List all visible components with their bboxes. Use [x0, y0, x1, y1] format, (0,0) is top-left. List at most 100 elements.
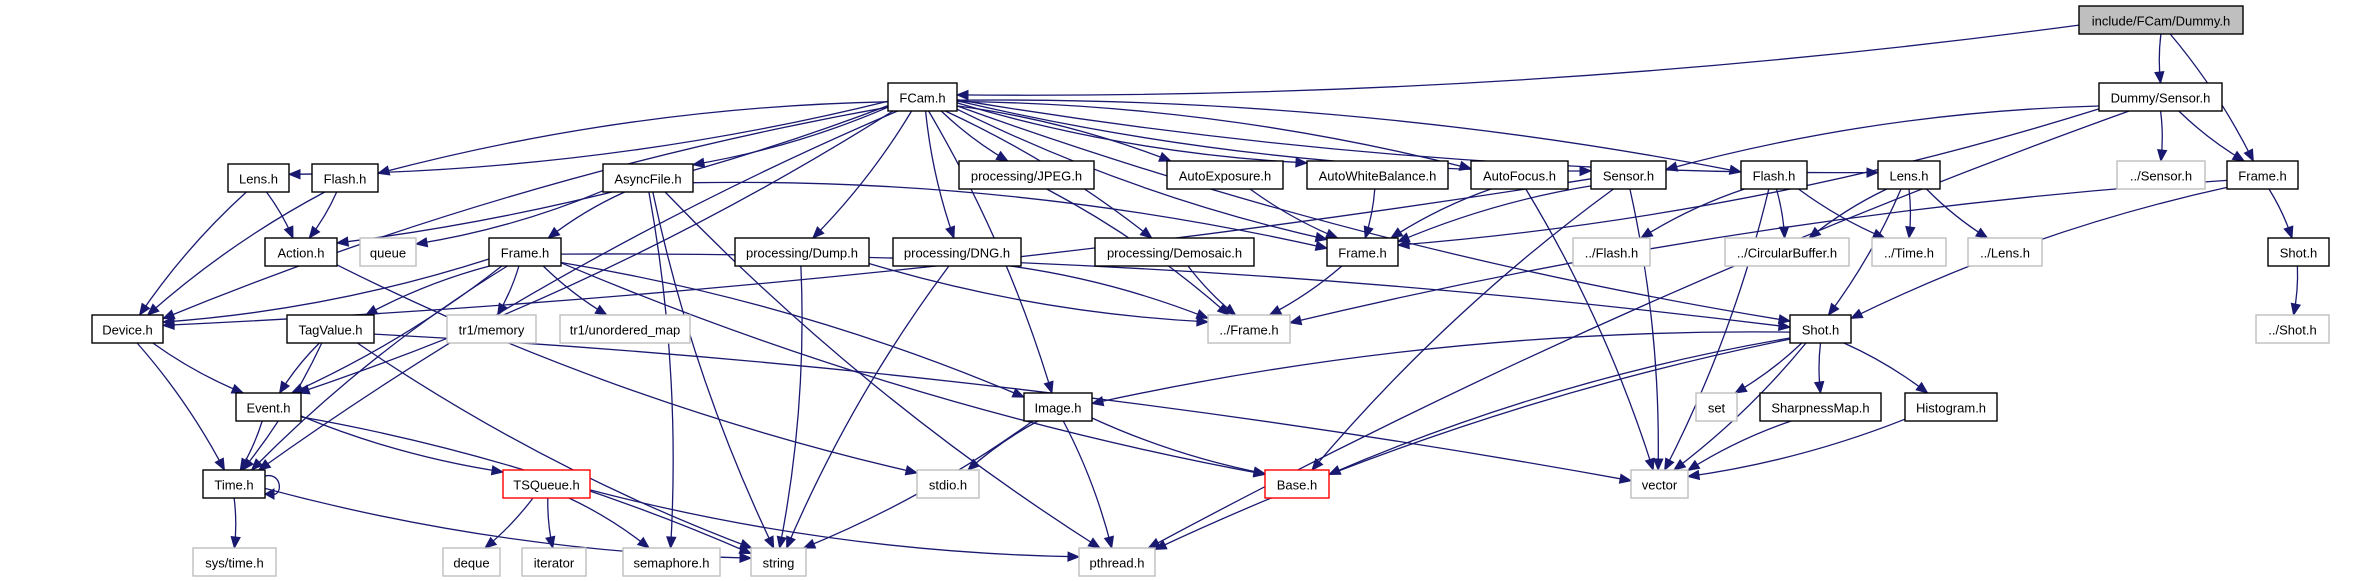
node-box: [192, 547, 277, 577]
arrowhead: [1639, 227, 1654, 239]
edges-layer: [136, 24, 2302, 564]
node-circbuf: ../CircularBuffer.h: [1724, 237, 1850, 267]
node-flash1[interactable]: Flash.h: [311, 163, 379, 193]
node-label: set: [1708, 401, 1726, 416]
node-label: Shot.h: [2280, 246, 2318, 261]
edge-fcam-to-frame2: [956, 108, 1329, 243]
edge-sensor-to-frame2: [1396, 185, 1592, 243]
node-frame3[interactable]: Frame.h: [2226, 160, 2299, 190]
node-sharp[interactable]: SharpnessMap.h: [1759, 392, 1882, 422]
node-box: [264, 237, 338, 267]
edge-demosaic-to-xframe: [1187, 265, 1237, 316]
edge-flash2-to-circbuf: [1775, 188, 1790, 240]
edge-dng-to-string: [786, 265, 950, 550]
node-box: [622, 547, 721, 577]
node-tagvalue[interactable]: TagValue.h: [286, 314, 375, 344]
edge-shot2-to-xshot: [2290, 265, 2302, 317]
node-flash2[interactable]: Flash.h: [1740, 160, 1808, 190]
arrowhead: [1252, 466, 1267, 477]
node-dng[interactable]: processing/DNG.h: [892, 237, 1022, 267]
arrowhead: [287, 169, 301, 180]
node-fcam[interactable]: FCam.h: [887, 82, 958, 112]
node-label: ../Flash.h: [1585, 246, 1638, 261]
node-dump[interactable]: processing/Dump.h: [734, 237, 870, 267]
arrowhead: [230, 536, 241, 550]
node-shot2[interactable]: Shot.h: [2267, 237, 2330, 267]
edge-device-to-event: [152, 342, 245, 394]
arrowhead: [1067, 551, 1081, 562]
node-event[interactable]: Event.h: [235, 392, 302, 422]
node-vector: vector: [1630, 469, 1689, 499]
node-lens2[interactable]: Lens.h: [1877, 160, 1941, 190]
node-tsqueue[interactable]: TSQueue.h: [502, 469, 591, 499]
edge-awb-to-frame2: [1363, 188, 1376, 240]
node-xlens: ../Lens.h: [1967, 237, 2043, 267]
node-sensor[interactable]: Sensor.h: [1590, 160, 1667, 190]
node-label: Histogram.h: [1916, 401, 1986, 416]
node-label: Sensor.h: [1603, 169, 1654, 184]
node-frame1[interactable]: Frame.h: [488, 237, 562, 267]
node-frame2[interactable]: Frame.h: [1326, 237, 1399, 267]
node-time[interactable]: Time.h: [202, 469, 266, 499]
node-awb[interactable]: AutoWhiteBalance.h: [1306, 160, 1449, 190]
edge-fcam-to-awb: [956, 102, 1309, 168]
node-box: [1078, 547, 1156, 577]
node-label: Frame.h: [2238, 169, 2286, 184]
arrowhead: [1849, 308, 1864, 319]
arrowhead: [945, 225, 956, 240]
edge-flash2-to-vector: [1664, 188, 1770, 472]
node-lens1[interactable]: Lens.h: [227, 163, 290, 193]
node-label: Image.h: [1035, 401, 1082, 416]
arrowhead: [1090, 395, 1105, 407]
node-box: [1306, 160, 1449, 190]
arrowhead: [1288, 314, 1303, 326]
edge-asyncfile-to-pthread: [664, 191, 1102, 549]
node-autoexp[interactable]: AutoExposure.h: [1166, 160, 1284, 190]
arrowhead: [547, 226, 561, 239]
node-box: [202, 469, 266, 499]
node-image[interactable]: Image.h: [1023, 392, 1093, 422]
node-box: [446, 314, 537, 344]
arrowhead: [2231, 150, 2246, 162]
arrowhead: [335, 236, 350, 247]
edge-image-to-pthread: [1062, 420, 1115, 550]
arrowhead: [1268, 305, 1283, 316]
arrowhead: [283, 225, 294, 240]
node-iterator: iterator: [521, 547, 587, 577]
node-demosaic[interactable]: processing/Demosaic.h: [1094, 237, 1255, 267]
node-dummy[interactable]: include/FCam/Dummy.h: [2078, 5, 2244, 35]
node-jpeg[interactable]: processing/JPEG.h: [958, 160, 1095, 190]
node-action[interactable]: Action.h: [264, 237, 338, 267]
arrowhead: [1314, 240, 1329, 251]
node-label: ../Shot.h: [2268, 323, 2316, 338]
node-box: [2267, 237, 2330, 267]
edge-dsensor-to-frame3: [2178, 110, 2246, 162]
node-base[interactable]: Base.h: [1264, 469, 1330, 499]
arrowhead: [2154, 71, 2165, 85]
node-box: [521, 547, 587, 577]
edge-event-to-time: [239, 420, 263, 472]
node-box: [559, 314, 691, 344]
node-device[interactable]: Device.h: [91, 314, 164, 344]
arrowhead: [739, 552, 753, 564]
node-asyncfile[interactable]: AsyncFile.h: [602, 163, 694, 193]
arrowhead: [636, 536, 651, 549]
node-box: [235, 392, 302, 422]
node-box: [488, 237, 562, 267]
edge-tsqueue-to-semaphore: [568, 497, 651, 549]
node-dsensor[interactable]: Dummy/Sensor.h: [2098, 82, 2223, 112]
node-set: set: [1695, 392, 1738, 422]
node-shot1[interactable]: Shot.h: [1789, 314, 1852, 344]
arrowhead: [1866, 167, 1880, 178]
arrowhead: [995, 150, 1009, 162]
edge-asyncfile-to-queue: [414, 190, 604, 248]
node-histo[interactable]: Histogram.h: [1904, 392, 1998, 422]
node-box: [1967, 237, 2043, 267]
edge-dsensor-to-dsensor_sensor: [2157, 110, 2168, 163]
arrowhead: [786, 535, 796, 550]
arrowhead: [1644, 457, 1655, 472]
arrowhead: [666, 536, 677, 550]
node-xframe: ../Frame.h: [1207, 314, 1291, 344]
edge-flash1-to-device: [146, 191, 326, 316]
node-autofocus[interactable]: AutoFocus.h: [1470, 160, 1569, 190]
